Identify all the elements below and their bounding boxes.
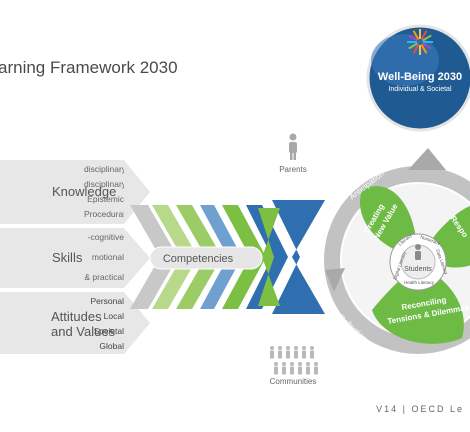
attitudes-arrow-tip	[124, 292, 150, 354]
parents-icon	[289, 133, 297, 160]
competency-arrow-green	[258, 208, 280, 306]
students-hub	[400, 244, 436, 280]
skills-label: Skills	[52, 250, 83, 265]
cycle-ring	[324, 166, 470, 354]
knowledge-label: Knowledge	[52, 184, 117, 199]
wellbeing-subtitle: Individual & Societal	[388, 86, 451, 93]
skills-item: motional	[91, 252, 124, 262]
attitudes-item: Societal	[93, 326, 124, 336]
students-label: Students	[404, 266, 432, 273]
communities-icon	[270, 346, 318, 375]
attitudes-item: Personal	[90, 296, 124, 306]
knowledge-item: disciplinary	[84, 179, 127, 189]
ring-arrow-top	[408, 148, 446, 170]
sunburst-icon	[407, 29, 433, 55]
knowledge-item: Procedural	[84, 209, 126, 219]
student-icon	[415, 244, 421, 260]
knowledge-arrow-tip	[124, 160, 150, 224]
numeracy-label: Numeracy	[420, 234, 442, 246]
skills-item: -cognitive	[87, 232, 124, 242]
health-literacy-label: Health Literacy	[404, 280, 435, 285]
skills-arrow-tip	[124, 228, 150, 288]
skills-band: -cognitive motional & practical	[0, 228, 124, 288]
skills-item: & practical	[84, 272, 124, 282]
knowledge-item: Epistemic	[87, 194, 124, 204]
attitudes-band: Personal Local Societal Global	[0, 292, 124, 354]
knowledge-item: disciplinary	[84, 164, 127, 174]
page-title: arning Framework 2030	[0, 58, 178, 77]
competencies-pill	[149, 246, 263, 270]
attitudes-label-2: and Values	[51, 324, 116, 339]
communities-label: Communities	[270, 377, 317, 386]
wellbeing-globe-shade	[366, 24, 470, 132]
attitudes-item: Local	[103, 311, 124, 321]
competency-arrow-blue	[272, 200, 325, 314]
parents-label: Parents	[279, 165, 307, 174]
petal-reconciling	[372, 264, 464, 344]
competencies-label: Competencies	[163, 253, 234, 265]
attitudes-item: Global	[99, 341, 124, 351]
footer-version: V14 | OECD Le	[376, 404, 464, 414]
knowledge-band: disciplinary disciplinary Epistemic Proc…	[0, 160, 127, 224]
wellbeing-title: Well-Being 2030	[378, 71, 462, 83]
ring-arrow-left	[325, 268, 345, 292]
attitudes-label-1: Attitudes	[51, 309, 102, 324]
